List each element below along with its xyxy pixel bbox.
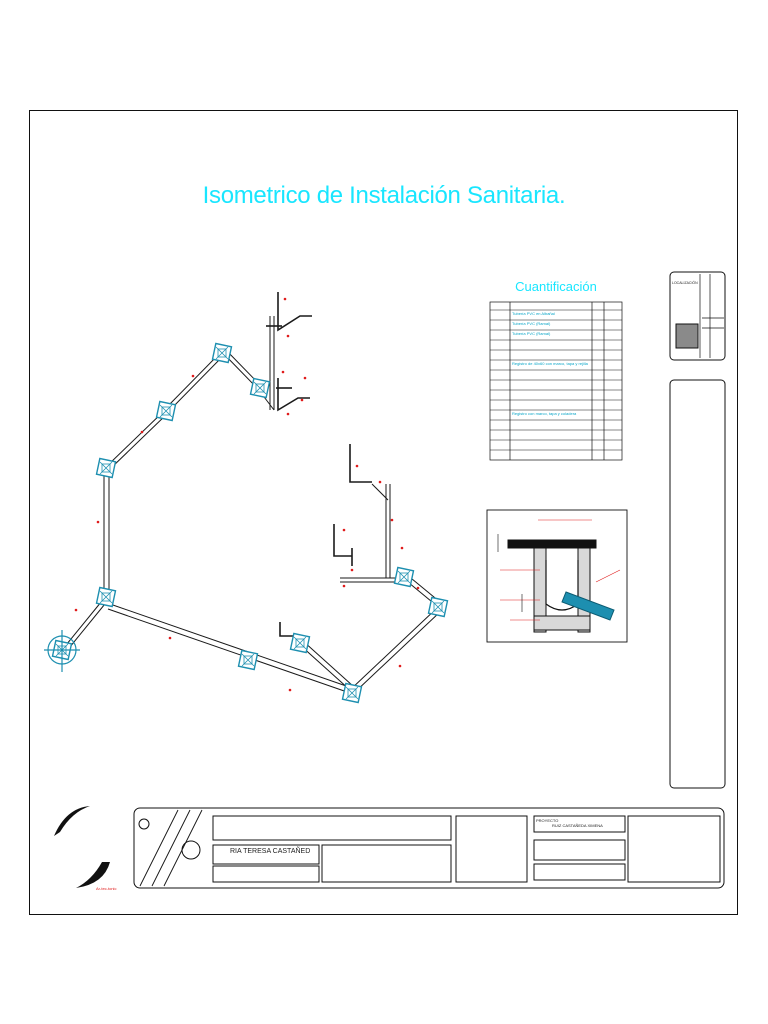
table-row-text: Registro con marco, tapa y coladera [512,411,577,416]
drawing-sheet-border [29,110,738,915]
owner-name: RIA TERESA CASTAÑED [230,848,311,855]
north-arrow-icon [44,630,80,672]
table-row-text: Tubería PVC (Ramal) [512,331,551,336]
location-key-map [669,271,726,361]
project-label: PROYECTO [536,818,559,823]
notes-panel [669,379,726,789]
registro-detail [486,509,628,643]
drawing-title: Isometrico de Instalación Sanitaria. [202,182,566,209]
vent-pipes [266,292,372,637]
quantification-title: Cuantificación [515,279,597,294]
dimension-marks [74,297,420,692]
project-value: RUIZ CASTAÑEDA XIMENA [552,823,603,828]
table-row-text: Registro de 40x60 con marco, tapa y reji… [512,361,588,366]
pipe-fittings [51,342,449,704]
location-label: LOCALIZACIÓN [672,281,698,285]
company-logo-icon [54,806,110,888]
logo-caption: Ar-tec-tonic [96,886,117,891]
title-block [133,807,725,889]
table-row-text: Tubería PVC (Ramal) [512,321,551,326]
table-row-text: Tubería PVC en Albañal [512,311,555,316]
quantification-table [489,301,623,461]
main-pipe-run [61,316,442,694]
